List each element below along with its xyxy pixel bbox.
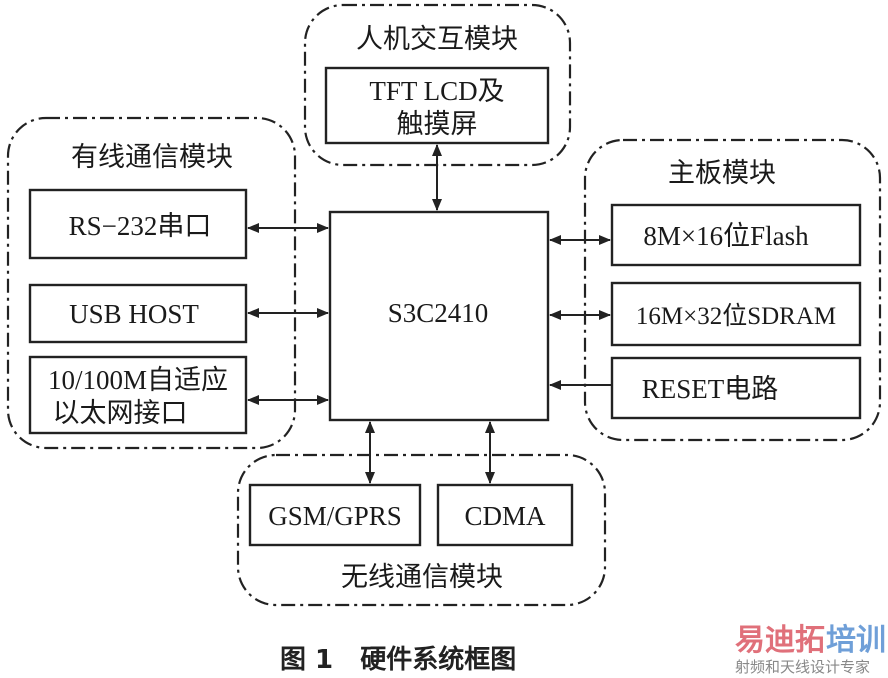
wired-module-group <box>6 116 297 450</box>
cdma-box <box>436 483 574 547</box>
sdram-box <box>610 281 862 347</box>
watermark-logo: 易迪拓 培训 射频和天线设计专家 <box>735 623 886 676</box>
reset-box <box>610 356 862 420</box>
mainboard-module-group <box>583 138 882 442</box>
hmi-module-title: 人机交互模块 <box>356 24 518 54</box>
ethernet-label-2: 以太网接口 <box>53 398 188 428</box>
sdram-label: 16M×32位SDRAM <box>636 302 836 330</box>
tft-lcd-label-1: TFT LCD及 <box>369 76 504 106</box>
mainboard-module-title: 主板模块 <box>668 158 776 188</box>
rs232-box <box>28 188 248 260</box>
ethernet-label-1: 10/100M自适应 <box>48 365 228 395</box>
wireless-module-group <box>236 453 607 607</box>
watermark-brand-a: 易迪拓 <box>735 623 825 658</box>
figure-caption: 图 1 硬件系统框图 <box>280 644 516 675</box>
reset-label: RESET电路 <box>642 374 779 404</box>
rs232-label: RS−232串口 <box>69 211 212 241</box>
flash-label: 8M×16位Flash <box>643 221 809 251</box>
gsm-gprs-label: GSM/GPRS <box>268 501 402 531</box>
wireless-module-title: 无线通信模块 <box>341 562 503 592</box>
flash-box <box>610 203 862 267</box>
watermark-brand-b: 培训 <box>826 623 886 658</box>
cpu-label: S3C2410 <box>388 298 489 328</box>
tft-lcd-box <box>324 66 550 145</box>
ethernet-box <box>28 355 248 435</box>
wired-module-title: 有线通信模块 <box>71 142 233 172</box>
watermark-tagline: 射频和天线设计专家 <box>735 658 870 676</box>
s3c2410-cpu-box <box>328 210 550 422</box>
usb-host-box <box>28 283 248 344</box>
tft-lcd-label-2: 触摸屏 <box>397 109 478 139</box>
usb-host-label: USB HOST <box>69 299 199 329</box>
cdma-label: CDMA <box>464 501 546 531</box>
gsm-gprs-box <box>248 483 422 547</box>
